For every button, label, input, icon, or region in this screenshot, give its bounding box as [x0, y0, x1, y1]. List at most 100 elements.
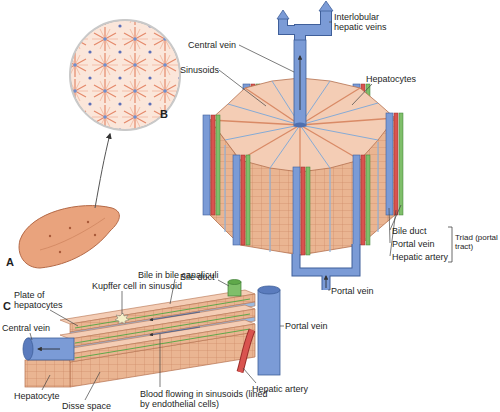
liver-organ: [19, 206, 119, 268]
sinusoid: [300, 125, 378, 140]
central-vein: [277, 1, 333, 128]
part-label: Hepatocyte: [14, 391, 60, 401]
hepatocyte-block: [25, 360, 70, 387]
portal-vein: [296, 244, 356, 290]
leader-line: [42, 375, 50, 390]
leader-line: [328, 290, 330, 291]
portal-triad: [203, 113, 403, 255]
part-label: Hepatic artery: [252, 384, 308, 394]
part-label: Hepatocytes: [366, 74, 416, 84]
portal-triad: [241, 155, 245, 245]
liver-organ: [59, 251, 61, 253]
part-label: Central vein: [2, 323, 50, 333]
leader-line: [30, 333, 32, 340]
blood-flow-arrow: [150, 312, 200, 335]
leader-line: [218, 280, 229, 286]
part-label: Plate of hepatocytes: [14, 290, 74, 310]
leader-line: [352, 84, 372, 105]
leader-line: [389, 208, 390, 243]
bile-canaliculus: [75, 329, 250, 358]
bile-canaliculus: [75, 314, 250, 343]
liver-organ: [69, 227, 71, 229]
bracket-label: Triad (portal tract): [455, 233, 500, 251]
central-vein: [300, 56, 301, 110]
portal-triad: [293, 167, 300, 255]
central-vein: [283, 18, 300, 30]
central-vein: [294, 123, 306, 128]
central-vein: [300, 10, 326, 42]
portal-vein: [258, 290, 280, 375]
liver-organ: [49, 235, 51, 237]
leader-line: [280, 326, 284, 327]
portal-triad: [386, 113, 393, 215]
panel-letter: B: [160, 108, 168, 120]
bile-canaliculus: [75, 299, 250, 328]
central-vein: [23, 338, 74, 360]
bile-duct: [228, 280, 241, 297]
panel-letter: C: [3, 300, 11, 312]
part-label: Disse space: [62, 401, 111, 411]
liver-organ: [40, 218, 105, 250]
leader-line: [329, 22, 332, 23]
leader-line: [85, 372, 100, 400]
lobule-sinusoid: [377, 142, 378, 232]
bile-canaliculus: [75, 299, 250, 358]
portal-vein: [258, 286, 280, 375]
blood-flow-arrow: [150, 327, 200, 335]
leader-line: [122, 291, 123, 314]
leader-line: [219, 70, 266, 106]
part-label: Hepatic artery: [392, 252, 448, 262]
portal-triad: [394, 113, 398, 215]
hepatocyte-plate: [299, 125, 300, 172]
sinusoid: [270, 125, 300, 168]
sinusoid: [300, 125, 330, 168]
central-vein: [277, 10, 289, 19]
part-label: Portal vein: [331, 286, 374, 296]
liver-organ: [94, 234, 96, 236]
portal-triad: [233, 155, 240, 245]
portal-triad: [246, 155, 250, 245]
leader-line: [160, 334, 161, 387]
portal-triad: [301, 167, 305, 255]
leader-line: [50, 310, 78, 326]
part-label: Portal vein: [392, 239, 435, 249]
part-label: Blood flowing in sinusoids (lined by end…: [140, 389, 270, 409]
hepatocyte-plate: [60, 290, 255, 362]
central-vein: [300, 10, 326, 42]
central-vein: [23, 338, 33, 360]
lobule-magnification: [70, 20, 180, 130]
central-vein: [294, 40, 306, 126]
central-vein: [38, 349, 60, 350]
hepatic-artery: [240, 330, 252, 372]
portal-vein: [326, 276, 327, 288]
kupffer-cell: [115, 313, 129, 324]
part-label: Bile duct: [392, 226, 427, 236]
leader-line: [30, 279, 284, 400]
central-vein: [319, 1, 333, 11]
blood-flow-arrow: [150, 312, 200, 320]
hepatic-artery: [240, 330, 252, 372]
lobule-sinusoid: [269, 168, 270, 252]
part-label: Portal vein: [285, 321, 328, 331]
leader-line: [219, 22, 401, 290]
part-label: Sinusoids: [180, 65, 219, 75]
portal-triad: [366, 155, 370, 245]
leader-line: [239, 45, 294, 72]
part-label: Interlobular hepatic veins: [334, 12, 400, 32]
central-vein: [283, 18, 300, 30]
hepatocyte-plate: [300, 125, 360, 160]
portal-triad: [353, 155, 360, 245]
portal-vein: [296, 244, 356, 290]
hepatic-artery: [240, 330, 252, 372]
lobule-sinusoid: [224, 145, 225, 232]
central-vein: [28, 338, 74, 360]
lobule-magnification: [70, 20, 180, 130]
liver-organ: [87, 221, 89, 223]
portal-triad: [203, 115, 210, 215]
portal-triad: [361, 155, 365, 245]
portal-triad: [399, 113, 403, 215]
sinusoid: [300, 103, 378, 125]
